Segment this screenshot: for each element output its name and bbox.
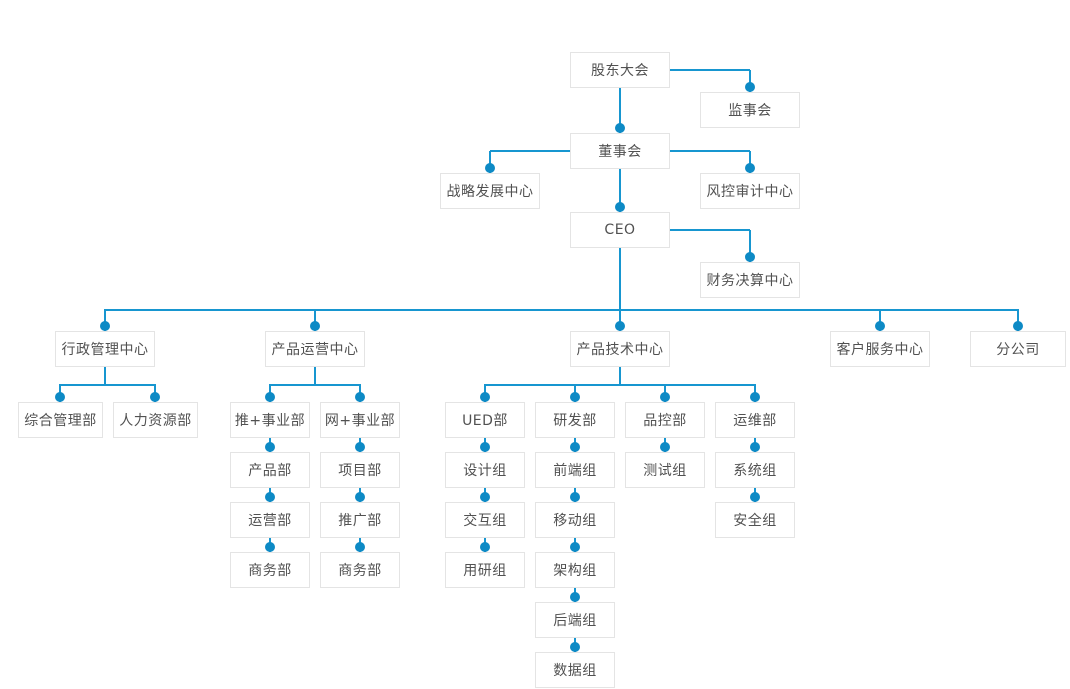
connector-dot xyxy=(750,442,760,452)
org-node-wang-division: 网+事业部 xyxy=(320,402,400,438)
org-node-backend-group: 后端组 xyxy=(535,602,615,638)
org-node-rd-dept: 研发部 xyxy=(535,402,615,438)
connector-dot xyxy=(615,123,625,133)
org-node-system-group: 系统组 xyxy=(715,452,795,488)
connector-line-vertical xyxy=(489,151,491,173)
org-node-mobile-group: 移动组 xyxy=(535,502,615,538)
connector-dot xyxy=(485,163,495,173)
connector-line-vertical xyxy=(619,367,621,385)
connector-dot xyxy=(150,392,160,402)
connector-line-vertical xyxy=(1017,310,1019,331)
connector-dot xyxy=(570,442,580,452)
connector-dot xyxy=(100,321,110,331)
connector-dot xyxy=(615,321,625,331)
connector-dot xyxy=(570,642,580,652)
connector-dot xyxy=(660,392,670,402)
connector-dot xyxy=(355,542,365,552)
org-node-admin-center: 行政管理中心 xyxy=(55,331,155,367)
connector-line-vertical xyxy=(104,367,106,385)
org-node-shareholders-meeting: 股东大会 xyxy=(570,52,670,88)
connector-line-horizontal xyxy=(670,150,750,152)
org-node-strategy-dev-center: 战略发展中心 xyxy=(440,173,540,209)
org-node-hr-dept: 人力资源部 xyxy=(113,402,198,438)
connector-dot xyxy=(265,492,275,502)
org-node-design-group: 设计组 xyxy=(445,452,525,488)
connector-dot xyxy=(745,252,755,262)
org-node-general-mgmt-dept: 综合管理部 xyxy=(18,402,103,438)
connector-line-vertical xyxy=(619,88,621,133)
connector-dot xyxy=(310,321,320,331)
org-node-ued-dept: UED部 xyxy=(445,402,525,438)
connector-line-vertical xyxy=(879,310,881,331)
org-node-promotion-dept: 推广部 xyxy=(320,502,400,538)
connector-dot xyxy=(615,202,625,212)
connector-line-vertical xyxy=(314,367,316,385)
connector-dot xyxy=(570,542,580,552)
connector-dot xyxy=(570,392,580,402)
connector-dot xyxy=(1013,321,1023,331)
connector-line-vertical xyxy=(749,70,751,92)
org-node-tui-division: 推+事业部 xyxy=(230,402,310,438)
org-node-architecture-group: 架构组 xyxy=(535,552,615,588)
connector-dot xyxy=(750,392,760,402)
org-node-project-dept: 项目部 xyxy=(320,452,400,488)
org-node-ceo: CEO xyxy=(570,212,670,248)
org-node-om-dept: 运维部 xyxy=(715,402,795,438)
connector-dot xyxy=(745,82,755,92)
org-node-business-dept-wang: 商务部 xyxy=(320,552,400,588)
org-node-data-group: 数据组 xyxy=(535,652,615,688)
org-node-testing-group: 测试组 xyxy=(625,452,705,488)
connector-dot xyxy=(355,392,365,402)
connector-line-horizontal xyxy=(670,229,750,231)
connector-dot xyxy=(480,492,490,502)
org-node-interaction-group: 交互组 xyxy=(445,502,525,538)
org-node-security-group: 安全组 xyxy=(715,502,795,538)
connector-dot xyxy=(745,163,755,173)
connector-line-vertical xyxy=(314,310,316,331)
connector-dot xyxy=(750,492,760,502)
connector-dot xyxy=(875,321,885,331)
connector-dot xyxy=(355,442,365,452)
connector-line-vertical xyxy=(749,151,751,173)
org-node-board-of-directors: 董事会 xyxy=(570,133,670,169)
connector-line-vertical xyxy=(619,169,621,212)
connector-dot xyxy=(480,392,490,402)
org-node-operations-dept: 运营部 xyxy=(230,502,310,538)
org-node-product-dept: 产品部 xyxy=(230,452,310,488)
org-node-frontend-group: 前端组 xyxy=(535,452,615,488)
connector-line-horizontal xyxy=(59,384,156,386)
connector-line-horizontal xyxy=(269,384,361,386)
connector-line-horizontal xyxy=(484,384,756,386)
connector-line-horizontal xyxy=(490,150,570,152)
org-node-risk-audit-center: 风控审计中心 xyxy=(700,173,800,209)
connector-dot xyxy=(570,492,580,502)
org-node-finance-center: 财务决算中心 xyxy=(700,262,800,298)
org-node-product-tech-center: 产品技术中心 xyxy=(570,331,670,367)
org-node-qc-dept: 品控部 xyxy=(625,402,705,438)
connector-dot xyxy=(570,592,580,602)
org-node-business-dept-tui: 商务部 xyxy=(230,552,310,588)
connector-line-vertical xyxy=(104,310,106,331)
org-node-product-ops-center: 产品运营中心 xyxy=(265,331,365,367)
org-node-supervisory-board: 监事会 xyxy=(700,92,800,128)
connector-dot xyxy=(660,442,670,452)
connector-dot xyxy=(480,542,490,552)
connector-dot xyxy=(55,392,65,402)
connector-dot xyxy=(265,442,275,452)
org-node-user-research-group: 用研组 xyxy=(445,552,525,588)
connector-dot xyxy=(480,442,490,452)
org-node-branch-company: 分公司 xyxy=(970,331,1066,367)
org-node-customer-service-center: 客户服务中心 xyxy=(830,331,930,367)
connector-line-horizontal xyxy=(670,69,750,71)
connector-line-vertical xyxy=(619,248,621,331)
connector-dot xyxy=(265,542,275,552)
connector-dot xyxy=(265,392,275,402)
connector-dot xyxy=(355,492,365,502)
connector-line-horizontal xyxy=(104,309,1019,311)
connector-line-vertical xyxy=(749,230,751,262)
